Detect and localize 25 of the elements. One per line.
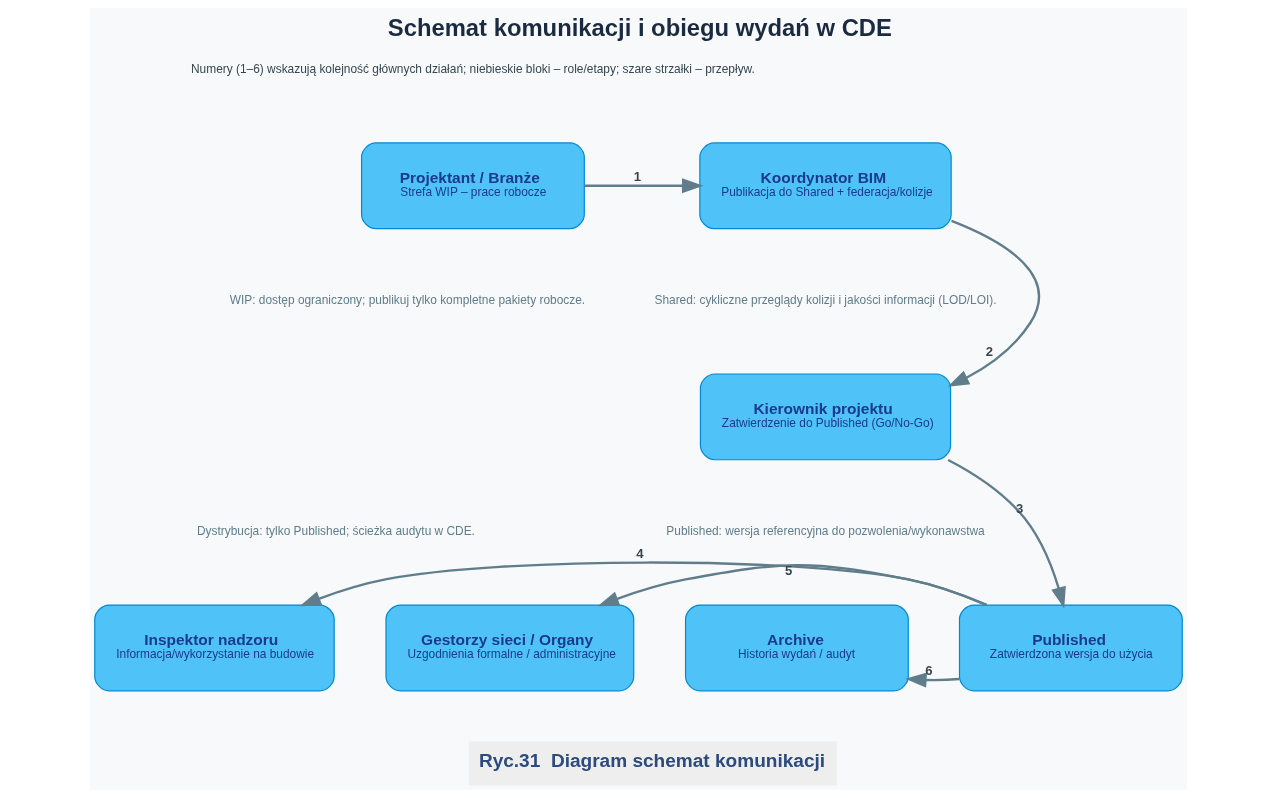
node-box: Published Zatwierdzona wersja do użycia [958,604,1183,692]
arrow [947,458,1066,609]
label: Shared: cykliczne przeglądy kolizji i jakości informacji (LOD/LOI). [654,293,997,308]
edge-label: 1 [633,168,641,184]
label: WIP: dostęp ograniczony; publikuj tylko kompletne pakiety robocze. [229,293,586,308]
arrow [905,672,960,688]
node-box: Inspektor nadzoru Informacja/wykorzystanie na budowie [94,604,335,692]
diagram-title: Schemat komunikacji i obiegu wydań w CDE [387,13,892,41]
label: Numery (1–6) wskazują kolejność głównych działań; niebieskie bloki – role/etapy; szare strzałki – przepływ. [191,62,755,77]
node-box: Projektant / Branże Strefa WIP – prace robocze [360,142,585,230]
arrow [584,178,704,194]
label: Published: wersja referencyjna do pozwolenia/wykonawstwa [666,524,985,539]
node-box: Gestorzy sieci / Organy Uzgodnienia formalne / administracyjne [385,604,635,692]
node-box: Archive Historia wydań / audyt [684,604,909,692]
edge-label: 4 [636,545,644,561]
edge-label: 5 [784,562,793,578]
label: Dystrybucja: tylko Published; ścieżka audytu w CDE. [196,524,475,539]
caption: Ryc.31 Diagram schemat komunikacji [478,749,826,771]
node-box: Kierownik projektu Zatwierdzenie do Published (Go/No-Go) [699,373,952,461]
node-box: Koordynator BIM Publikacja do Shared + federacja/kolizje [699,142,952,230]
edge-label: 2 [985,343,994,359]
arrow [299,561,987,607]
arrow [947,219,1040,387]
arrow [597,564,987,607]
edge-label: 6 [925,663,933,679]
